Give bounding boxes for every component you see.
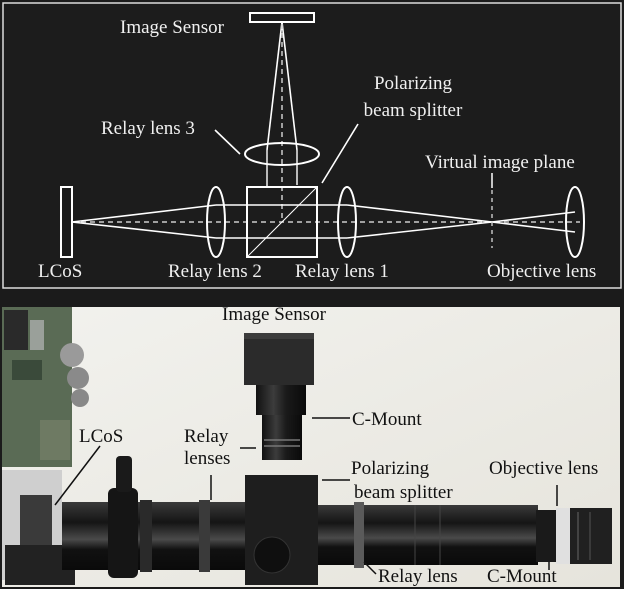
left-relay-tube (62, 502, 245, 570)
label-lcos: LCoS (38, 261, 82, 282)
ray (346, 221, 493, 239)
relay-lens-3-leader (214, 129, 241, 155)
beam-splitter-diagonal (246, 186, 318, 258)
right-relay-tube (318, 505, 538, 565)
mount-post (116, 456, 132, 492)
ray (346, 204, 493, 223)
label-relay-lens-3: Relay lens 3 (101, 118, 195, 139)
label-polarizing: Polarizing (374, 73, 453, 94)
ray (491, 211, 576, 223)
photo-label-relay-lens: Relay lens (378, 566, 458, 587)
ray (71, 204, 217, 223)
label-relay-lens-1: Relay lens 1 (295, 261, 389, 282)
photo-label-relay: Relay (184, 426, 229, 447)
photo-label-lcos: LCoS (79, 426, 123, 447)
tube-mount-clamp (108, 488, 138, 578)
relay-lens-ring (354, 502, 364, 568)
photo-label-c-mount-top: C-Mount (352, 409, 422, 430)
c-mount-adapter-top (256, 385, 306, 415)
photo-label-objective-lens: Objective lens (489, 458, 598, 479)
ray (281, 21, 298, 151)
schematic-frame (2, 2, 622, 289)
ray (491, 221, 576, 233)
photo-label-beam-splitter: beam splitter (354, 482, 453, 503)
objective-lens-shape (565, 186, 585, 258)
objective-lens-ring (556, 508, 570, 564)
beam-splitter-shape (246, 186, 318, 258)
label-virtual-image-plane: Virtual image plane (425, 152, 575, 173)
label-beam-splitter: beam splitter (364, 100, 463, 121)
ray (71, 221, 217, 239)
lcos-leader (54, 445, 101, 506)
photo-label-c-mount-bottom: C-Mount (487, 566, 557, 587)
photo-label-polarizing: Polarizing (351, 458, 430, 479)
label-image-sensor: Image Sensor (120, 17, 225, 38)
relay-lens-3-shape (244, 142, 320, 166)
vertical-relay-tube (262, 415, 302, 460)
photo-label-image-sensor: Image Sensor (222, 304, 327, 325)
relay-lens-2-shape (206, 186, 226, 258)
photo-label-lenses: lenses (184, 448, 230, 469)
relay-lens-leader (363, 561, 377, 575)
image-sensor-body (244, 333, 314, 385)
label-relay-lens-2: Relay lens 2 (168, 261, 262, 282)
optical-schematic: Image Sensor Relay lens 3 Polarizing bea… (2, 2, 622, 289)
c-mount-adapter-bottom (536, 510, 558, 562)
relay-lens-1-shape (337, 186, 357, 258)
ray (266, 21, 283, 151)
prototype-photo: Image Sensor C-Mount LCoS Relay lenses P… (2, 304, 620, 587)
lcos-driver-board (2, 307, 89, 585)
beam-splitter-leader (321, 123, 359, 184)
label-objective-lens: Objective lens (487, 261, 596, 282)
objective-lens-body (570, 508, 612, 564)
